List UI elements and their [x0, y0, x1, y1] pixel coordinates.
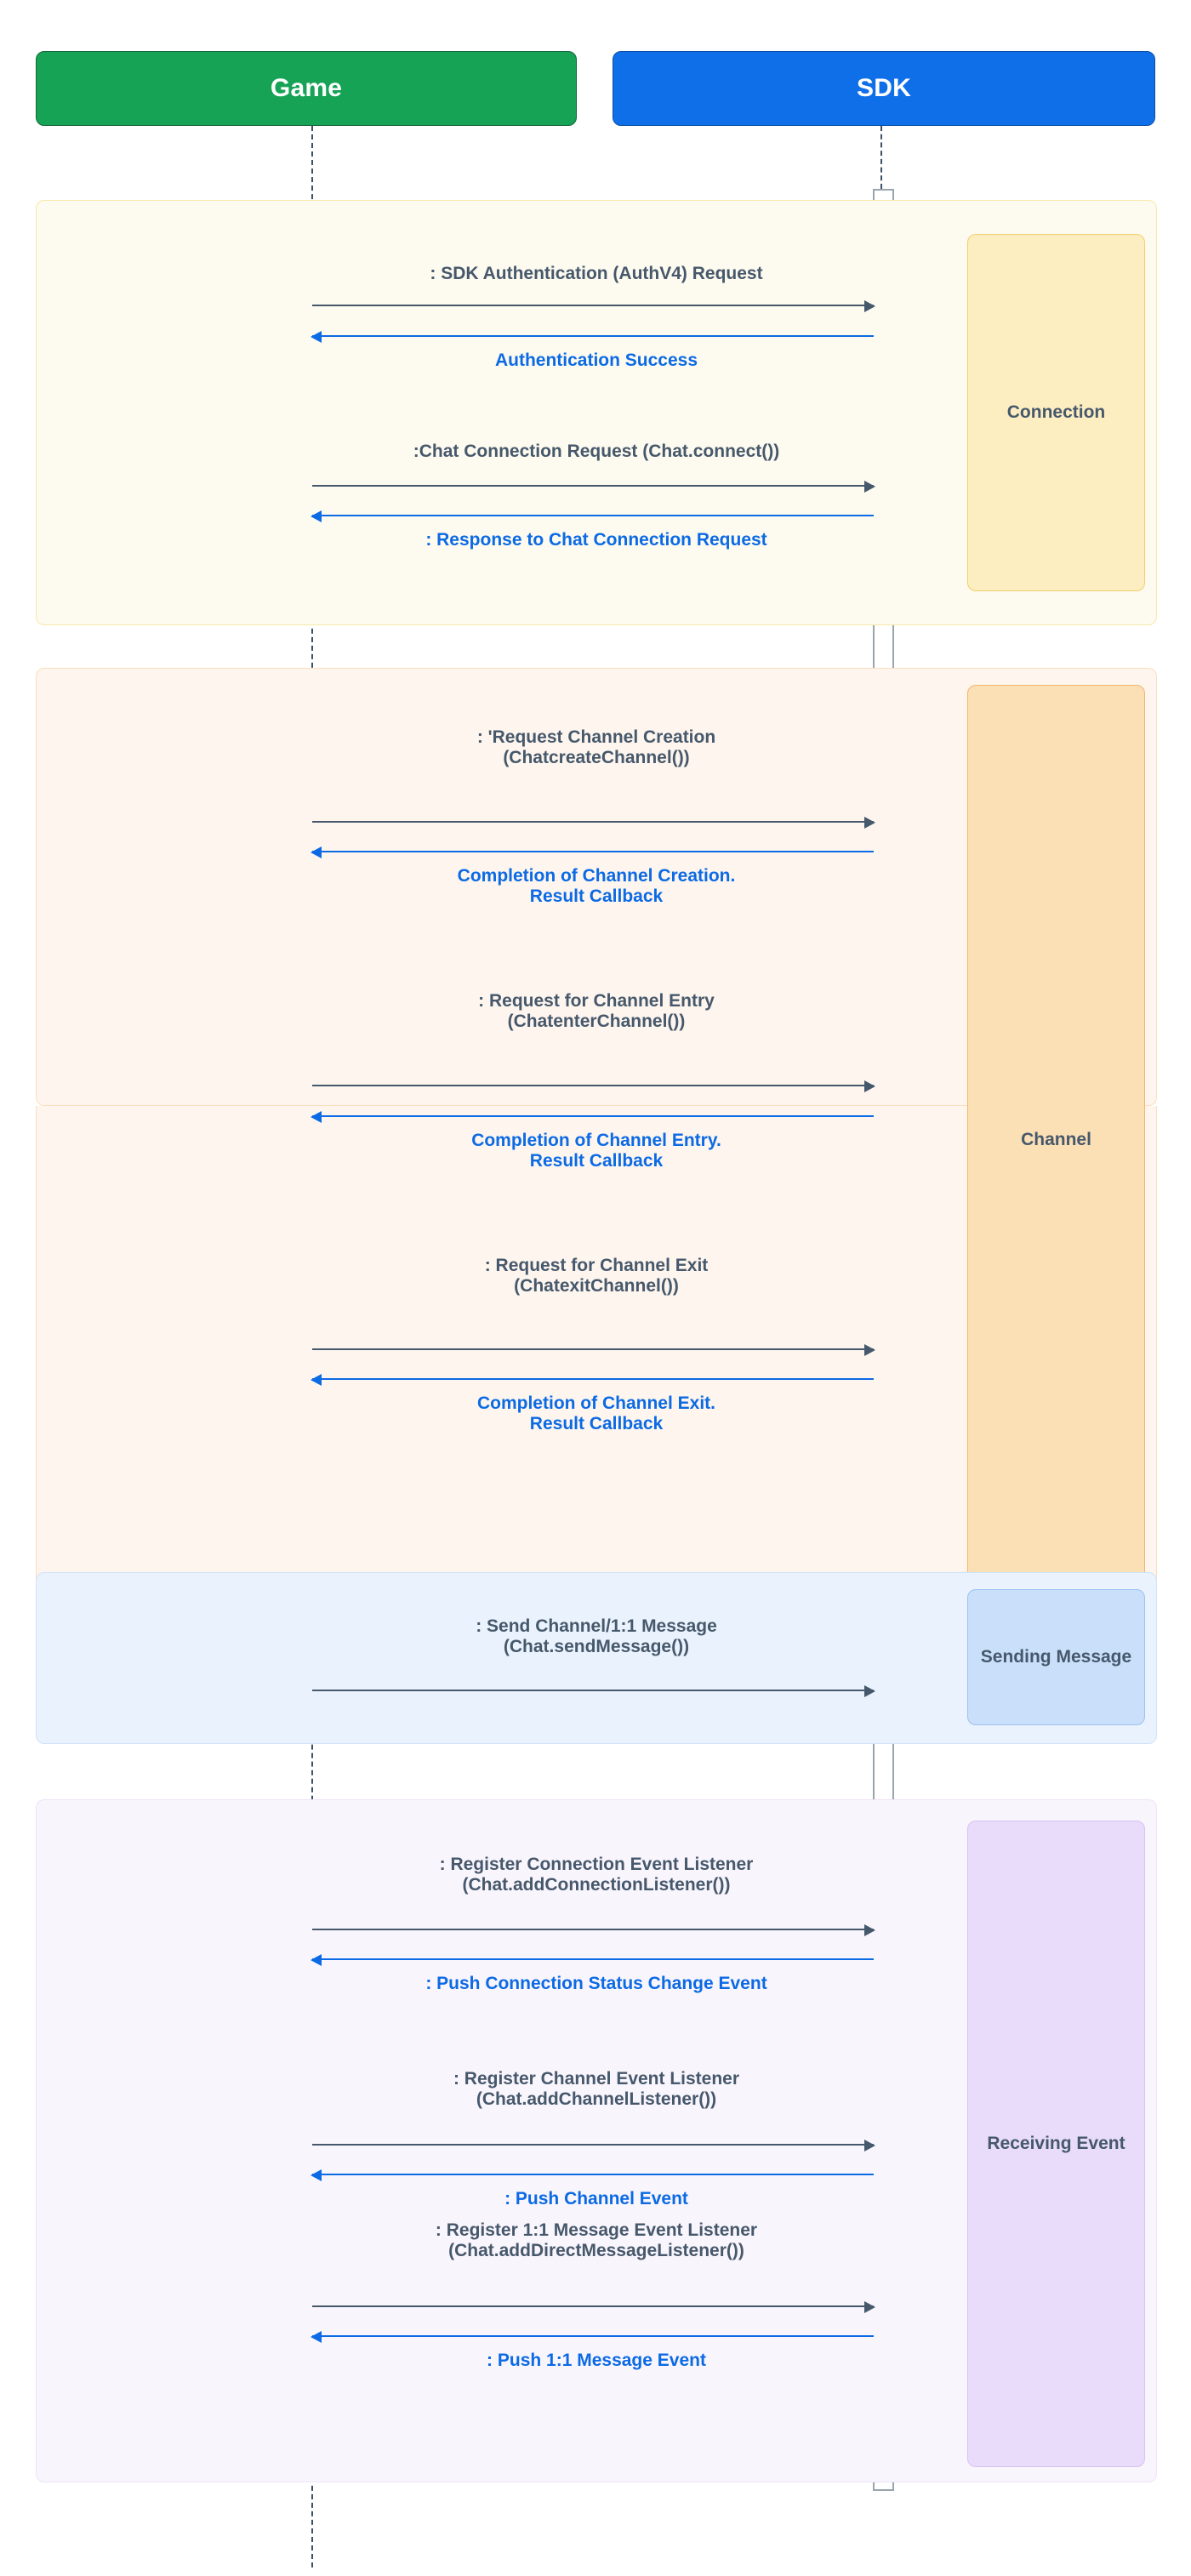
message-arrow-auth-success: [311, 331, 874, 343]
message-label-chat-connect-response: : Response to Chat Connection Request: [425, 530, 767, 550]
message-label-chat-connect-request: :Chat Connection Request (Chat.connect()…: [413, 442, 780, 461]
message-label-push-connection-status: : Push Connection Status Change Event: [425, 1974, 767, 1993]
note-receiving-event: Receiving Event: [967, 1821, 1145, 2467]
message-label-create-channel-response: Completion of Channel Creation. Result C…: [457, 866, 736, 907]
message-arrow-enter-channel-response: [311, 1111, 874, 1123]
message-label-send-message-request: : Send Channel/1:1 Message (Chat.sendMes…: [476, 1616, 717, 1657]
message-arrow-add-channel-listener: [312, 2140, 875, 2151]
message-label-push-direct-message-event: : Push 1:1 Message Event: [487, 2351, 706, 2370]
message-arrow-enter-channel-request: [312, 1080, 875, 1092]
message-arrow-send-message-request: [312, 1685, 875, 1697]
message-arrow-chat-connect-response: [311, 510, 874, 522]
message-label-push-channel-event: : Push Channel Event: [504, 2189, 688, 2208]
message-arrow-push-direct-message-event: [311, 2331, 874, 2343]
message-label-add-direct-message-listener: : Register 1:1 Message Event Listener (C…: [435, 2220, 758, 2261]
message-arrow-auth-request: [312, 300, 875, 312]
message-arrow-add-connection-listener: [312, 1924, 875, 1936]
message-arrow-push-connection-status: [311, 1954, 874, 1966]
message-label-create-channel-request: : 'Request Channel Creation (ChatcreateC…: [476, 727, 716, 768]
message-label-add-channel-listener: : Register Channel Event Listener (Chat.…: [453, 2069, 740, 2110]
message-label-add-connection-listener: : Register Connection Event Listener (Ch…: [439, 1855, 754, 1895]
note-sending-message: Sending Message: [967, 1589, 1145, 1725]
note-connection: Connection: [967, 234, 1145, 591]
message-arrow-exit-channel-response: [311, 1374, 874, 1386]
message-arrow-create-channel-response: [311, 846, 874, 858]
message-arrow-exit-channel-request: [312, 1344, 875, 1356]
lifeline-sdk-top: [880, 126, 882, 189]
message-arrow-create-channel-request: [312, 817, 875, 829]
participant-game[interactable]: Game: [36, 51, 577, 126]
message-arrow-push-channel-event: [311, 2169, 874, 2181]
message-arrow-add-direct-message-listener: [312, 2301, 875, 2313]
participant-sdk[interactable]: SDK: [613, 51, 1155, 126]
message-label-exit-channel-response: Completion of Channel Exit. Result Callb…: [476, 1393, 715, 1434]
message-arrow-chat-connect-request: [312, 481, 875, 493]
note-channel: Channel: [967, 685, 1145, 1595]
message-label-enter-channel-request: : Request for Channel Entry (ChatenterCh…: [478, 991, 715, 1032]
message-label-auth-request: : SDK Authentication (AuthV4) Request: [430, 264, 763, 283]
message-label-exit-channel-request: : Request for Channel Exit (ChatexitChan…: [484, 1256, 709, 1297]
participant-sdk-label: SDK: [857, 74, 911, 102]
message-label-auth-success: Authentication Success: [494, 350, 698, 370]
message-label-enter-channel-response: Completion of Channel Entry. Result Call…: [471, 1131, 721, 1171]
participant-game-label: Game: [270, 74, 343, 102]
